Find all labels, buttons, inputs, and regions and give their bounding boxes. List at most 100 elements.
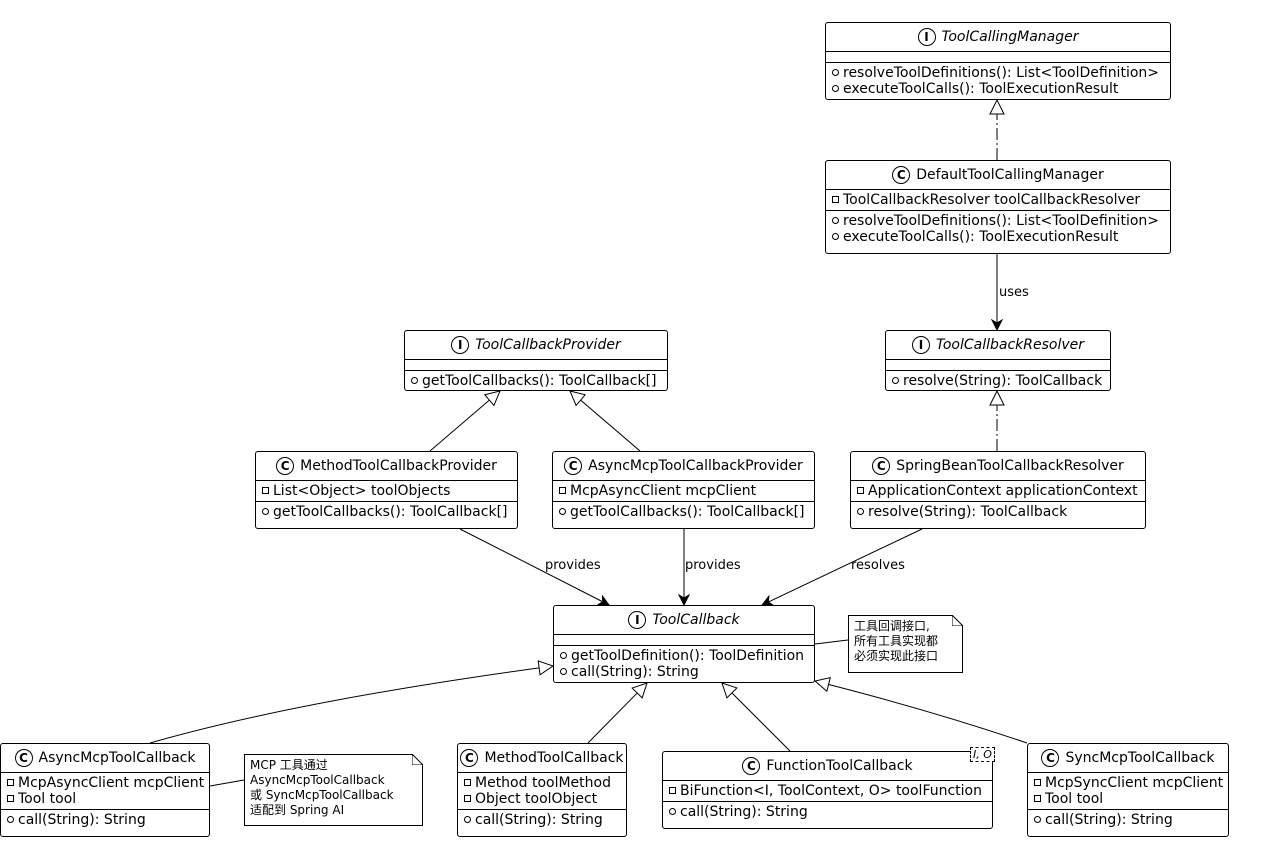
class-name: ToolCallback (652, 612, 740, 628)
fields-section (405, 360, 667, 371)
class-header: C SyncMcpToolCallback (1028, 744, 1228, 773)
class-name: ToolCallbackProvider (475, 337, 621, 353)
method-row: resolve(String): ToolCallback (857, 504, 1141, 520)
methods-section: call(String): String (1, 810, 209, 830)
fields-section: List<Object> toolObjects (256, 481, 517, 502)
interface-icon: I (451, 336, 470, 354)
field-row: BiFunction<I, ToolContext, O> toolFuncti… (669, 783, 988, 799)
class-header: C DefaultToolCallingManager (826, 161, 1170, 190)
private-icon (857, 486, 864, 494)
methods-section: getToolCallbacks(): ToolCallback[] (256, 502, 517, 522)
class-async-mcp-tool-callback[interactable]: C AsyncMcpToolCallback McpAsyncClient mc… (0, 743, 210, 837)
class-icon: C (892, 166, 911, 184)
method-row: executeToolCalls(): ToolExecutionResult (832, 81, 1166, 97)
public-icon (669, 807, 676, 815)
class-header: I ToolCallingManager (826, 23, 1170, 52)
class-name: SyncMcpToolCallback (1065, 750, 1215, 766)
field-row: List<Object> toolObjects (262, 483, 513, 499)
class-tool-callback-provider[interactable]: I ToolCallbackProvider getToolCallbacks(… (404, 330, 668, 391)
methods-section: resolveToolDefinitions(): List<ToolDefin… (826, 211, 1170, 247)
public-icon (832, 84, 839, 92)
provides-edge-method-provider (459, 528, 609, 605)
method-row: getToolCallbacks(): ToolCallback[] (559, 504, 810, 520)
field-row: Object toolObject (464, 791, 622, 807)
class-header: I ToolCallbackProvider (405, 331, 667, 360)
fields-section (826, 52, 1170, 63)
methods-section: call(String): String (1028, 810, 1228, 830)
method-row: getToolCallbacks(): ToolCallback[] (262, 504, 513, 520)
field-row: ApplicationContext applicationContext (857, 483, 1141, 499)
class-header: I ToolCallbackResolver (886, 331, 1110, 360)
class-name: ToolCallbackResolver (936, 337, 1084, 353)
extends-edge-method-provider (429, 391, 500, 452)
extends-edge-method-callback (587, 683, 647, 744)
public-icon (559, 507, 566, 515)
note-connector-tool-callback (814, 639, 849, 645)
field-row: Method toolMethod (464, 775, 622, 791)
fields-section (886, 360, 1110, 371)
class-name: FunctionToolCallback (766, 758, 913, 774)
class-default-tool-calling-manager[interactable]: C DefaultToolCallingManager ToolCallback… (825, 160, 1171, 254)
class-name: DefaultToolCallingManager (916, 167, 1104, 183)
class-tool-calling-manager[interactable]: I ToolCallingManager resolveToolDefiniti… (825, 22, 1171, 100)
methods-section: getToolCallbacks(): ToolCallback[] (553, 502, 814, 522)
class-name: SpringBeanToolCallbackResolver (896, 458, 1124, 474)
field-row: Tool tool (7, 791, 205, 807)
fields-section (554, 635, 814, 646)
public-icon (464, 815, 471, 823)
edge-label-resolves: resolves (851, 558, 905, 573)
class-header: C AsyncMcpToolCallbackProvider (553, 452, 814, 481)
class-spring-bean-tool-callback-resolver[interactable]: C SpringBeanToolCallbackResolver Applica… (850, 451, 1146, 529)
methods-section: call(String): String (458, 810, 626, 830)
class-name: ToolCallingManager (941, 29, 1079, 45)
public-icon (832, 216, 839, 224)
private-icon (1034, 794, 1041, 802)
class-async-mcp-tool-callback-provider[interactable]: C AsyncMcpToolCallbackProvider McpAsyncC… (552, 451, 815, 529)
class-icon: C (460, 749, 479, 767)
note-tool-callback: 工具回调接口, 所有工具实现都 必须实现此接口 (848, 615, 963, 673)
methods-section: resolveToolDefinitions(): List<ToolDefin… (826, 63, 1170, 99)
private-icon (464, 794, 471, 802)
interface-icon: I (912, 336, 930, 354)
edge-label-provides: provides (685, 558, 741, 573)
method-row: resolveToolDefinitions(): List<ToolDefin… (832, 65, 1166, 81)
note-fold-corner (412, 754, 423, 765)
class-header: C MethodToolCallbackProvider (256, 452, 517, 481)
class-tool-callback[interactable]: I ToolCallback getToolDefinition(): Tool… (553, 605, 815, 683)
public-icon (892, 376, 899, 384)
class-icon: C (1041, 749, 1060, 767)
class-name: AsyncMcpToolCallback (38, 750, 196, 766)
note-fold-corner (952, 615, 963, 626)
interface-icon: I (917, 28, 936, 46)
private-icon (1034, 778, 1041, 786)
public-icon (832, 232, 839, 240)
class-name: AsyncMcpToolCallbackProvider (588, 458, 803, 474)
public-icon (1034, 815, 1041, 823)
method-row: call(String): String (560, 664, 810, 680)
class-icon: C (742, 757, 761, 775)
public-icon (560, 667, 567, 675)
class-sync-mcp-tool-callback[interactable]: C SyncMcpToolCallback McpSyncClient mcpC… (1027, 743, 1229, 837)
class-method-tool-callback-provider[interactable]: C MethodToolCallbackProvider List<Object… (255, 451, 518, 529)
class-name: MethodToolCallbackProvider (300, 458, 497, 474)
public-icon (857, 507, 864, 515)
private-icon (832, 195, 839, 203)
fields-section: Method toolMethod Object toolObject (458, 773, 626, 810)
private-icon (7, 778, 14, 786)
edge-label-uses: uses (999, 285, 1029, 300)
class-header: C FunctionToolCallback (663, 752, 992, 781)
edge-label-provides: provides (545, 558, 601, 573)
fields-section: ToolCallbackResolver toolCallbackResolve… (826, 190, 1170, 211)
class-method-tool-callback[interactable]: C MethodToolCallback Method toolMethod O… (457, 743, 627, 837)
class-tool-callback-resolver[interactable]: I ToolCallbackResolver resolve(String): … (885, 330, 1111, 391)
class-name: MethodToolCallback (484, 750, 624, 766)
public-icon (7, 815, 14, 823)
methods-section: call(String): String (663, 802, 992, 822)
extends-edge-function-callback (722, 683, 791, 752)
field-row: McpSyncClient mcpClient (1034, 775, 1224, 791)
methods-section: resolve(String): ToolCallback (886, 371, 1110, 391)
class-function-tool-callback[interactable]: C FunctionToolCallback BiFunction<I, Too… (662, 751, 993, 829)
method-row: getToolDefinition(): ToolDefinition (560, 648, 810, 664)
note-mcp: MCP 工具通过 AsyncMcpToolCallback 或 SyncMcpT… (244, 754, 423, 826)
